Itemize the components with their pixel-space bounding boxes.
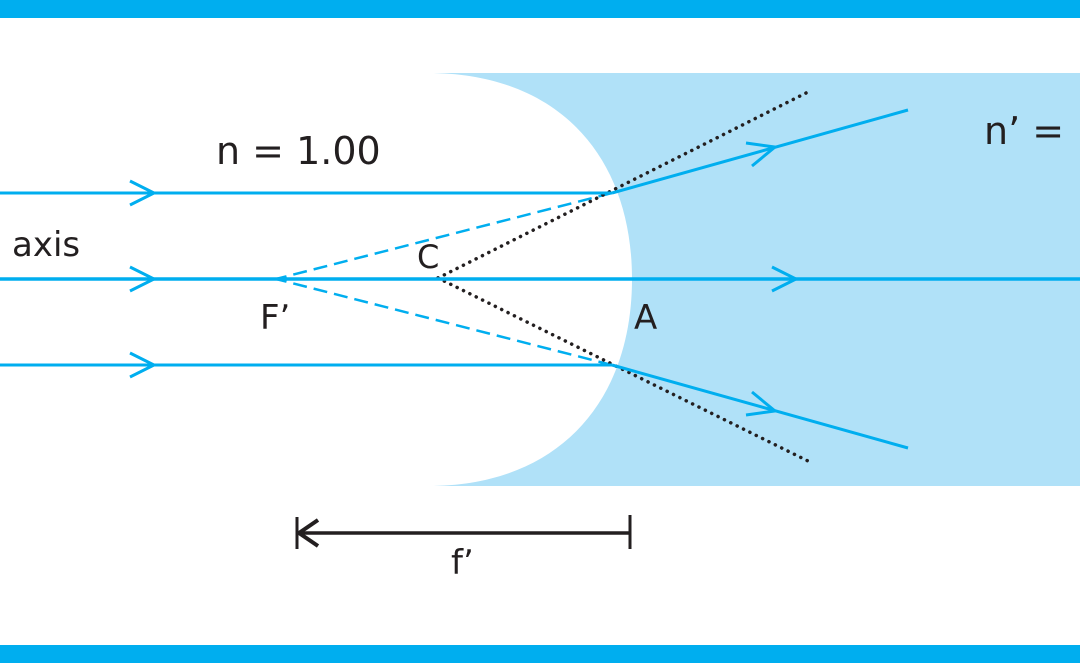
bottom-band: [0, 645, 1080, 663]
virtual-ray-lower: [275, 277, 613, 367]
arrow-incident-lower: [129, 351, 158, 379]
label-n-left: n = 1.00: [216, 129, 381, 173]
arrow-incident-axis: [129, 265, 158, 293]
refracted-ray-lower: [611, 363, 909, 450]
label-center: C: [417, 238, 439, 276]
virtual-ray-upper: [275, 191, 613, 281]
label-n-right: n’ = 1: [984, 109, 1080, 153]
arrow-incident-upper: [129, 179, 158, 207]
label-focal-length: f’: [451, 543, 474, 583]
arrow-refracted-upper: [745, 141, 779, 168]
arrow-axis-medium: [771, 265, 800, 293]
normal-lower: [436, 276, 812, 464]
label-axis: axis: [12, 225, 80, 265]
arrow-refracted-lower: [745, 390, 779, 417]
label-vertex: A: [634, 298, 657, 338]
normal-upper: [436, 89, 812, 280]
focal-length-arrowhead: [295, 518, 320, 548]
refracted-ray-upper: [611, 108, 909, 195]
label-focal-point: F’: [260, 298, 290, 338]
top-band: [0, 0, 1080, 18]
